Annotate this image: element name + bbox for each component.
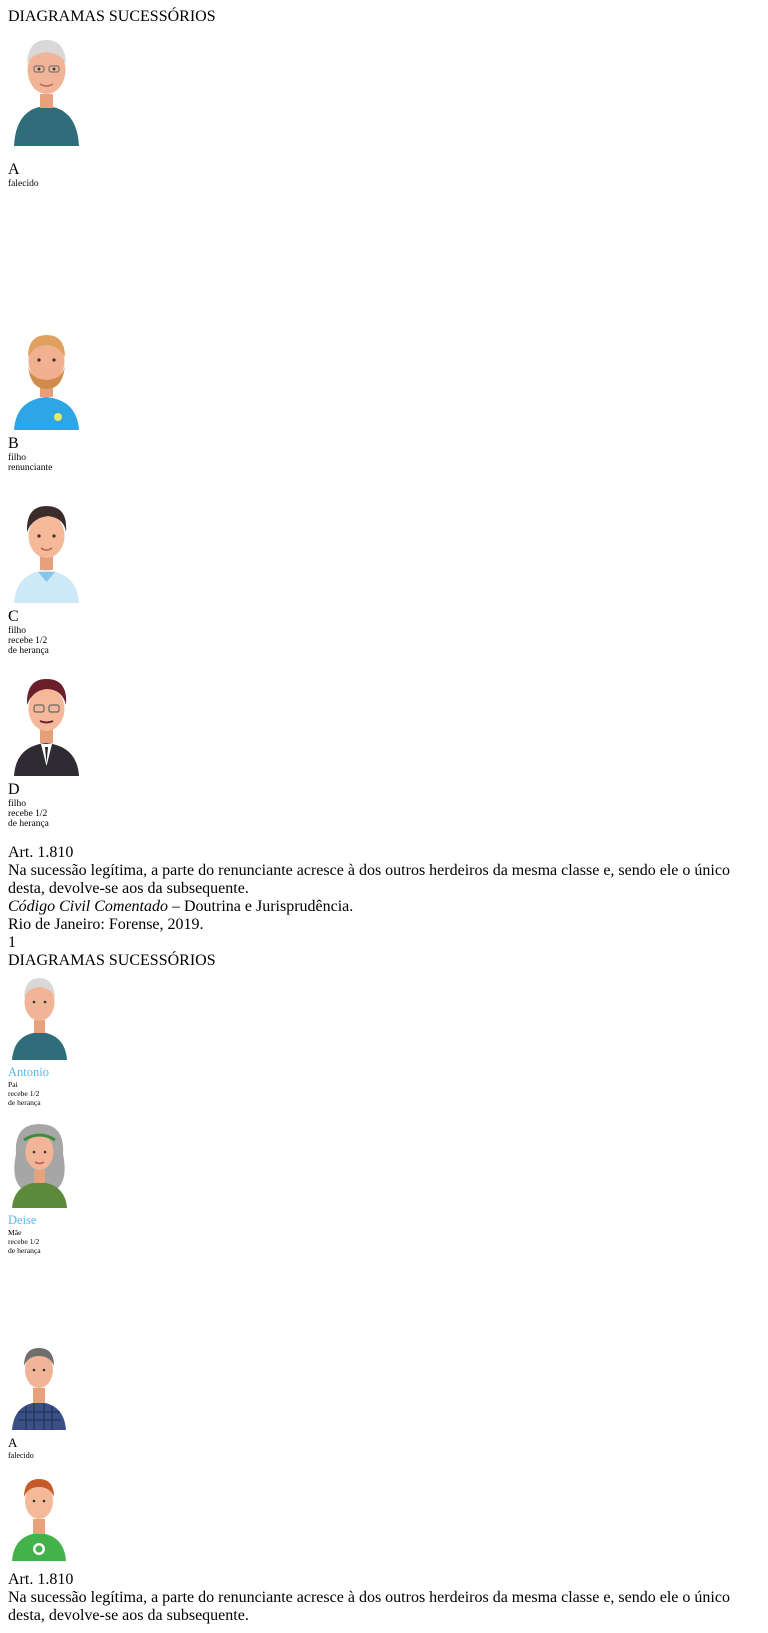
bearded-man-avatar-icon [14, 335, 79, 430]
deceased-letter: A [8, 161, 20, 178]
child-d-line3: de herança [8, 819, 49, 829]
child-c-line3: de herança [8, 646, 49, 656]
deceased-card-a-slide2: A falecido [8, 1340, 70, 1471]
mother-line3: de herança [8, 1246, 41, 1255]
deceased-letter-slide2: A [8, 1435, 18, 1450]
mother-name: Deise [8, 1213, 37, 1227]
connector-a-to-child [8, 1312, 9, 1340]
father-name: Antonio [8, 1065, 49, 1079]
child-c-line2: recebe 1/2 [8, 636, 48, 646]
child-c-letter: C [8, 608, 19, 625]
slide1-article-text: Na sucessão legítima, a parte do renunci… [8, 862, 730, 897]
slide-footer: Código Civil Comentado – Doutrina e Juri… [8, 898, 760, 952]
connector-horizontal-children [8, 257, 195, 259]
footer-publisher: Rio de Janeiro: Forense, 2019. [8, 916, 204, 933]
father-line2: recebe 1/2 [8, 1089, 40, 1098]
slide1-article-title: Art. 1.810 [8, 844, 74, 861]
mother-line1: Mãe [8, 1228, 22, 1237]
footer-source-subtitle: – Doutrina e Jurisprudência. [168, 898, 354, 915]
footer-source-title: Código Civil Comentado [8, 898, 168, 915]
mother-line2: recebe 1/2 [8, 1237, 40, 1246]
connector-drop-d [8, 292, 10, 325]
connector-parents-to-a [8, 1267, 9, 1312]
page-number: 1 [8, 934, 16, 951]
connector-drop-b [8, 259, 10, 292]
child-card-slide2 [8, 1471, 70, 1571]
elderly-woman-avatar-icon [12, 1124, 67, 1208]
footer-source: Código Civil Comentado – Doutrina e Juri… [8, 898, 760, 916]
young-man-avatar-icon [14, 506, 79, 603]
child-card-c: C filho recebe 1/2 de herança [8, 498, 85, 671]
elderly-man-avatar-icon [12, 978, 67, 1060]
deceased-label: falecido [8, 179, 39, 189]
elderly-man-avatar-icon [14, 40, 79, 146]
father-card-antonio: Antonio Pai recebe 1/2 de herança [8, 970, 71, 1118]
child-d-letter: D [8, 781, 20, 798]
boy-green-shirt-avatar-icon [12, 1479, 66, 1561]
father-line3: de herança [8, 1098, 41, 1107]
middle-aged-man-avatar-icon [12, 1348, 66, 1430]
child-card-d: D filho recebe 1/2 de herança [8, 671, 85, 844]
child-b-line2: renunciante [8, 463, 53, 473]
man-in-suit-avatar-icon [14, 679, 79, 776]
connector-parents [8, 1266, 142, 1267]
slide2-title: DIAGRAMAS SUCESSÓRIOS [8, 952, 216, 969]
deceased-label-slide2: falecido [8, 1451, 34, 1460]
child-d-line1: filho [8, 799, 26, 809]
child-b-line1: filho [8, 453, 26, 463]
mother-card-deise: Deise Mãe recebe 1/2 de herança [8, 1118, 71, 1266]
slide2-article-title: Art. 1.810 [8, 1571, 74, 1588]
deceased-card-a: A falecido [8, 26, 85, 199]
slide2-article-text: Na sucessão legítima, a parte do renunci… [8, 1589, 730, 1624]
child-b-letter: B [8, 435, 19, 452]
father-line1: Pai [8, 1080, 18, 1089]
child-card-b: B filho renunciante [8, 325, 85, 498]
slide1-title: DIAGRAMAS SUCESSÓRIOS [8, 8, 216, 25]
child-d-line2: recebe 1/2 [8, 809, 48, 819]
child-c-line1: filho [8, 626, 26, 636]
connector-vertical-a [8, 199, 10, 257]
